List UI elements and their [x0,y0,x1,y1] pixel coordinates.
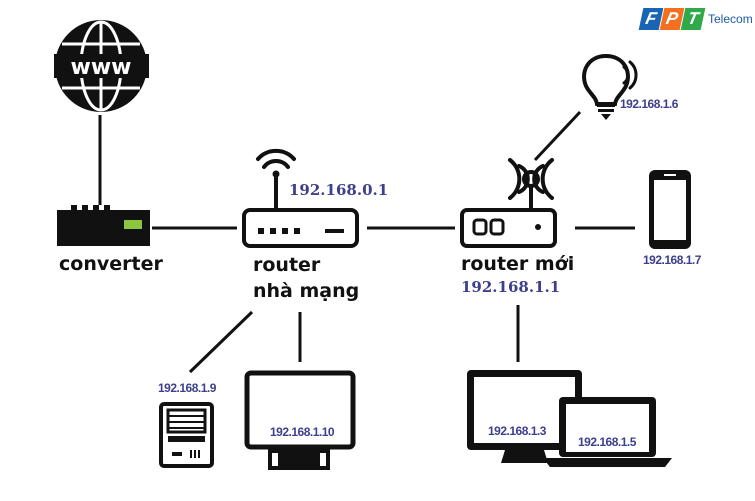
bulb-ip: 192.168.1.6 [620,97,678,111]
link-router-server [188,310,254,374]
wifi-icon [256,148,296,169]
www-text: www [71,55,132,80]
router-isp-label-line2: nhà mạng [253,280,360,302]
desktop-icon [467,370,582,463]
connection-lines [98,110,635,374]
router-isp-icon [242,148,359,248]
router-new-label: router mới [461,253,575,275]
signal-icon [508,158,554,200]
router-new-icon [460,158,557,248]
monitor-ip: 192.168.1.10 [270,425,335,439]
logo-letter-t: T [680,8,706,30]
fpt-telecom-logo: F P T Telecom [638,8,753,30]
phone-ip: 192.168.1.7 [643,253,701,267]
server-icon [159,402,214,468]
router-isp-ip: 192.168.0.1 [289,181,389,199]
www-globe-icon: www [54,20,149,112]
converter-label: converter [59,253,163,275]
converter-icon [57,205,150,246]
desktop-ip: 192.168.1.3 [488,424,546,438]
server-ip: 192.168.1.9 [158,381,216,395]
router-isp-label-line1: router [253,254,321,276]
laptop-icon [543,397,672,467]
router-new-ip: 192.168.1.1 [461,278,561,296]
light-bulb-icon [582,53,638,120]
link-newrouter-bulb [533,110,582,162]
monitor-icon [244,370,356,470]
phone-icon [649,170,691,249]
logo-text: Telecom [708,12,753,26]
laptop-ip: 192.168.1.5 [578,435,636,449]
